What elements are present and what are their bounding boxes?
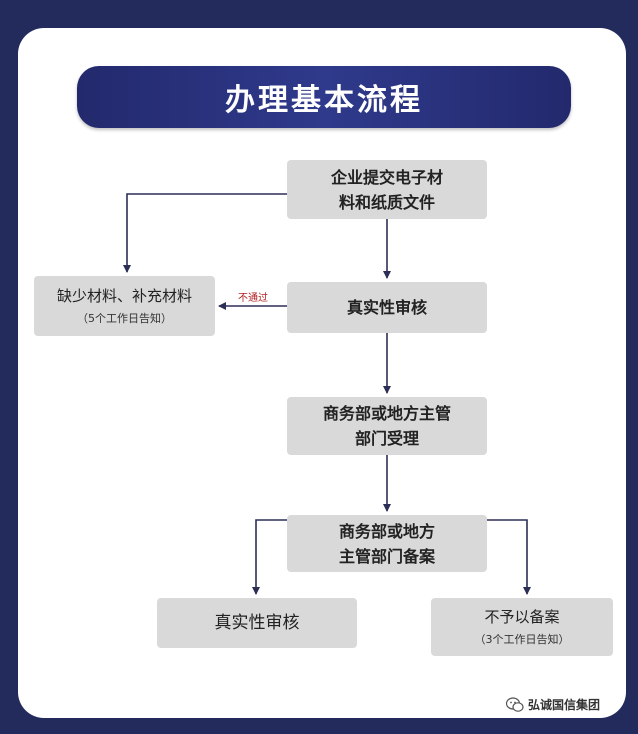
node-authority-acceptance: 商务部或地方主管 部门受理 — [287, 397, 487, 455]
wechat-icon — [506, 696, 524, 712]
node-supplement-line1: 缺少材料、补充材料 — [56, 286, 192, 305]
arrow-record-to-verify2 — [252, 519, 287, 595]
node-authenticity-review: 真实性审核 — [287, 282, 487, 333]
node-authority-filing: 商务部或地方 主管部门备案 — [287, 515, 487, 572]
node-submit-materials: 企业提交电子材 料和纸质文件 — [287, 160, 487, 219]
node-verify-label: 真实性审核 — [346, 298, 427, 317]
arrow-submit-to-supplement — [123, 193, 287, 273]
node-reject-line1: 不予以备案 — [484, 607, 560, 626]
node-accept-line1: 商务部或地方主管 — [322, 404, 451, 423]
node-supplement-materials: 缺少材料、补充材料 （5个工作日告知） — [34, 276, 215, 336]
title-banner: 办理基本流程 — [77, 66, 571, 128]
node-accept-line2: 部门受理 — [354, 429, 419, 448]
arrow-record-to-reject — [487, 519, 531, 595]
node-record-line2: 主管部门备案 — [338, 546, 435, 566]
node-verify2-label: 真实性审核 — [214, 612, 300, 633]
fail-edge-label: 不通过 — [238, 293, 268, 304]
node-record-line1: 商务部或地方 — [338, 521, 435, 541]
watermark: 弘诚国信集团 — [506, 696, 600, 713]
watermark-text: 弘诚国信集团 — [528, 698, 601, 712]
node-reject-note: （3个工作日告知） — [474, 632, 570, 646]
node-submit-line2: 料和纸质文件 — [338, 192, 435, 212]
node-authenticity-review-2: 真实性审核 — [157, 598, 357, 648]
node-supplement-note: （5个工作日告知） — [77, 311, 172, 325]
diagram-title: 办理基本流程 — [225, 83, 423, 118]
node-reject-filing: 不予以备案 （3个工作日告知） — [431, 598, 613, 656]
node-submit-line1: 企业提交电子材 — [330, 167, 443, 187]
